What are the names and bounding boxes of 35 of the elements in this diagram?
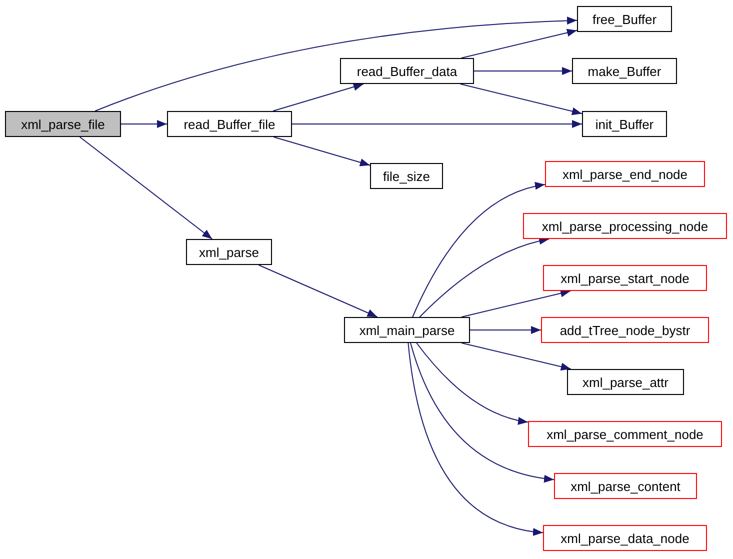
function-node: xml_parse_comment_node: [528, 421, 722, 447]
call-arrow: [292, 120, 582, 128]
function-node: xml_parse: [186, 239, 272, 265]
call-arrow: [412, 182, 546, 318]
call-arrow: [461, 342, 572, 371]
function-node: init_Buffer: [582, 111, 667, 137]
call-arrow: [258, 264, 378, 318]
function-node: xml_parse_end_node: [545, 161, 705, 187]
call-arrow: [410, 342, 554, 482]
call-arrow: [416, 342, 528, 424]
function-node: xml_parse_attr: [567, 369, 684, 395]
function-node: xml_parse_processing_node: [523, 213, 727, 239]
call-arrow: [94, 16, 578, 112]
function-node: xml_parse_data_node: [543, 525, 707, 551]
function-node: free_Buffer: [577, 6, 672, 32]
call-arrow: [273, 136, 370, 166]
call-arrow: [470, 326, 542, 334]
function-node: read_Buffer_data: [340, 58, 474, 84]
call-arrow: [461, 289, 571, 318]
function-node: read_Buffer_file: [167, 111, 292, 137]
function-node: xml_main_parse: [344, 317, 470, 343]
call-arrow: [272, 83, 364, 112]
call-arrow: [408, 342, 544, 536]
function-node: xml_parse_file: [5, 111, 121, 137]
function-node: make_Buffer: [572, 58, 677, 84]
call-arrow: [474, 67, 572, 75]
call-arrow: [419, 237, 550, 318]
function-node: xml_parse_start_node: [543, 265, 707, 291]
function-node: file_size: [370, 163, 443, 189]
call-arrow: [460, 84, 582, 116]
call-arrow: [79, 136, 213, 240]
call-arrow: [120, 120, 168, 128]
function-node: add_tTree_node_bystr: [541, 317, 709, 343]
call-arrow: [460, 28, 578, 58]
function-node: xml_parse_content: [554, 473, 697, 499]
